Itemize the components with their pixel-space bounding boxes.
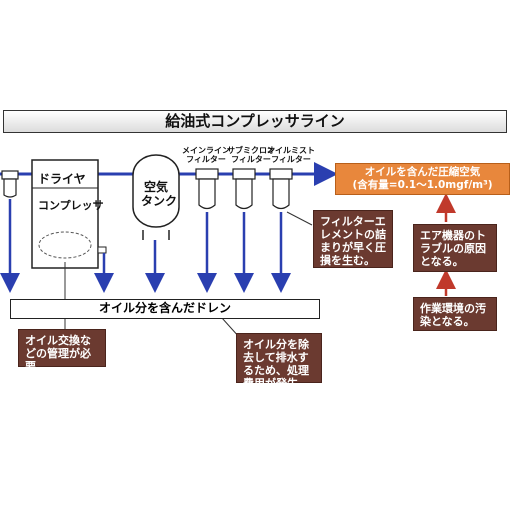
- oil-mist-filter-icon: [269, 168, 293, 210]
- tank-label: 空気 タンク: [141, 180, 178, 208]
- main-line-filter-icon: [195, 168, 219, 210]
- diagram-title: 給油式コンプレッサライン: [3, 110, 507, 133]
- pointer-filter: [286, 211, 313, 226]
- output-air-box: オイルを含んだ圧縮空気 (含有量=0.1～1.0mgf/m³): [335, 163, 510, 195]
- note-pollution: 作業環境の汚染となる。: [413, 297, 497, 331]
- note-air-trouble: エア機器のトラブルの原因となる。: [413, 224, 497, 272]
- dryer-label: ドライヤ: [38, 172, 86, 186]
- drain-box: オイル分を含んだドレン: [10, 299, 320, 319]
- dryer-compressor-box: [31, 159, 99, 269]
- inlet-filter-icon: [1, 170, 19, 198]
- oil-reservoir-icon: [38, 231, 92, 259]
- submicron-filter-label: サブミクロン フィルター: [227, 146, 275, 164]
- air-tank-icon: [132, 154, 180, 240]
- oil-mist-filter-label: オイルミスト フィルター: [267, 146, 315, 164]
- callout-oil-removal: オイル分を除去して排水するため、処理費用が発生。: [236, 333, 322, 390]
- submicron-filter-icon: [232, 168, 256, 210]
- main-line-filter-label: メインライン フィルター: [182, 146, 230, 164]
- callout-filter-element: フィルターエレメントの詰まりが早く圧損を生む。: [313, 210, 393, 268]
- callout-oil-change: オイル交換などの管理が必要。: [18, 329, 106, 373]
- compressor-label: コンプレッサ: [38, 199, 104, 212]
